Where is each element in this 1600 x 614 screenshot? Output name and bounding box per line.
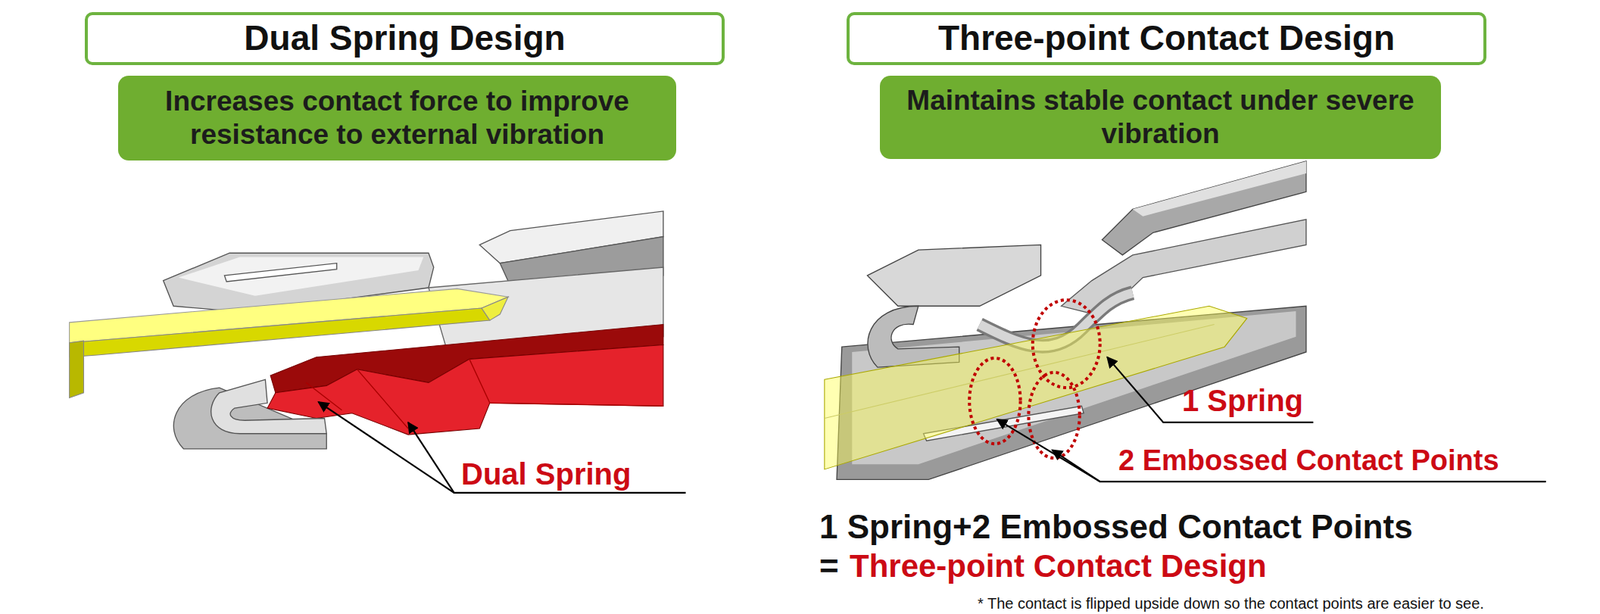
pin-front: [69, 308, 490, 358]
footnote: * The contact is flipped upside down so …: [977, 595, 1485, 613]
part-label: Dual Spring: [461, 456, 631, 492]
contact-arm: [1061, 219, 1307, 317]
node-text: Increases contact force to improve resis…: [124, 84, 671, 153]
pin-edge: [824, 324, 1215, 419]
summary-band: Increases contact force to improve resis…: [118, 75, 677, 161]
leader-line: [997, 419, 1547, 482]
title-box: Dual Spring Design: [84, 12, 725, 66]
housing-face: [178, 257, 424, 297]
leader-line: [318, 402, 686, 493]
leader-line: [1051, 449, 1100, 482]
leader-line: [1107, 357, 1314, 423]
part-label: 1 Spring: [1182, 383, 1304, 418]
spring-front: [267, 344, 664, 435]
clip-curl: [211, 379, 328, 434]
housing-slot: [224, 263, 337, 282]
contact-ring: [1032, 299, 1101, 388]
title-box: Three-point Contact Design: [846, 12, 1487, 66]
node-text: Maintains stable contact under severe vi…: [885, 84, 1435, 152]
node-text: Three-point Contact Design: [938, 17, 1395, 60]
contact-ring: [969, 358, 1020, 444]
pin-tip: [481, 296, 509, 321]
leader-line: [408, 422, 455, 493]
spring-fold: [305, 358, 664, 429]
equation-sign: =: [819, 547, 839, 587]
contact-ring: [1028, 372, 1080, 459]
housing-top: [867, 244, 1041, 306]
equation-text: 1 Spring+2 Embossed Contact Points: [819, 508, 1413, 547]
part-label: 2 Embossed Contact Points: [1118, 444, 1500, 478]
node-text: Dual Spring Design: [243, 17, 565, 60]
contact-arm-face: [1132, 161, 1307, 217]
illustration-group: [69, 161, 1547, 493]
summary-band: Maintains stable contact under severe vi…: [879, 75, 1441, 160]
pin-end: [69, 340, 85, 398]
equation-result: Three-point Contact Design: [849, 548, 1267, 585]
